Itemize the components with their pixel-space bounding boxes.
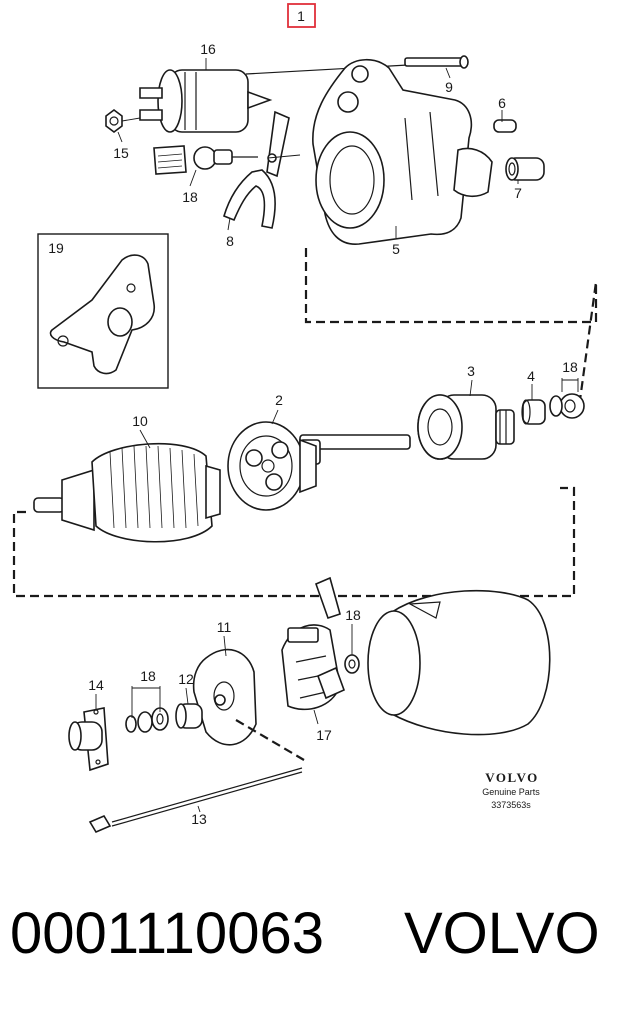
dowel-pin[interactable] [493,119,517,133]
callout-14[interactable]: 14 [88,677,104,693]
callout-2[interactable]: 2 [275,392,283,408]
logo-tagline: Genuine Parts [482,787,540,797]
end-cap[interactable] [68,707,109,772]
solenoid[interactable] [139,69,273,133]
fork-lever[interactable] [223,110,290,229]
plunger-parts[interactable] [153,145,258,175]
callout-6[interactable]: 6 [498,95,506,111]
brand-name: VOLVO [404,901,600,966]
callout-10[interactable]: 10 [132,413,148,429]
part-number: 0001110063 [10,901,324,966]
callout-17[interactable]: 17 [316,727,332,743]
nut[interactable] [105,109,123,133]
callout-1[interactable]: 1 [297,8,305,24]
planetary-gear[interactable] [227,421,317,511]
retaining-clip[interactable] [549,393,585,419]
callout-18-top[interactable]: 18 [182,189,198,205]
armature[interactable] [33,442,221,543]
callout-8[interactable]: 8 [226,233,234,249]
callout-7[interactable]: 7 [514,185,522,201]
callout-18-brush[interactable]: 18 [345,607,361,623]
callout-3[interactable]: 3 [467,363,475,379]
commutator-end-plate[interactable] [192,648,257,746]
callout-12[interactable]: 12 [178,671,194,687]
callout-18-middle[interactable]: 18 [562,359,578,375]
long-bolt[interactable] [245,55,469,75]
washer-brush-side[interactable] [344,654,360,674]
callout-4[interactable]: 4 [527,368,535,384]
callout-18-bottom[interactable]: 18 [140,668,156,684]
logo-code: 3373563s [491,800,531,810]
bushing-front[interactable] [505,157,545,181]
callout-11[interactable]: 11 [217,619,232,635]
mounting-bracket[interactable] [49,254,156,375]
highlight-box [287,3,316,28]
washer-stack[interactable] [125,707,169,733]
callout-16[interactable]: 16 [200,41,216,57]
connector-line-top [304,248,598,401]
motor-yoke[interactable] [367,589,551,736]
pinion-drive[interactable] [417,394,515,460]
footer [0,850,622,1018]
callout-15[interactable]: 15 [113,145,129,161]
stop-ring[interactable] [521,399,546,425]
logo-brand: VOLVO [485,770,538,785]
leader-lines [95,58,579,813]
callout-19[interactable]: 19 [48,240,64,256]
bushing-rear[interactable] [175,703,203,729]
callout-5[interactable]: 5 [392,241,400,257]
brush-holder[interactable] [281,576,346,711]
through-bolt[interactable] [88,767,303,834]
callout-9[interactable]: 9 [445,79,453,95]
drive-end-housing[interactable] [312,58,493,245]
exploded-parts-diagram: 1 [12,3,598,834]
callout-13[interactable]: 13 [191,811,207,827]
